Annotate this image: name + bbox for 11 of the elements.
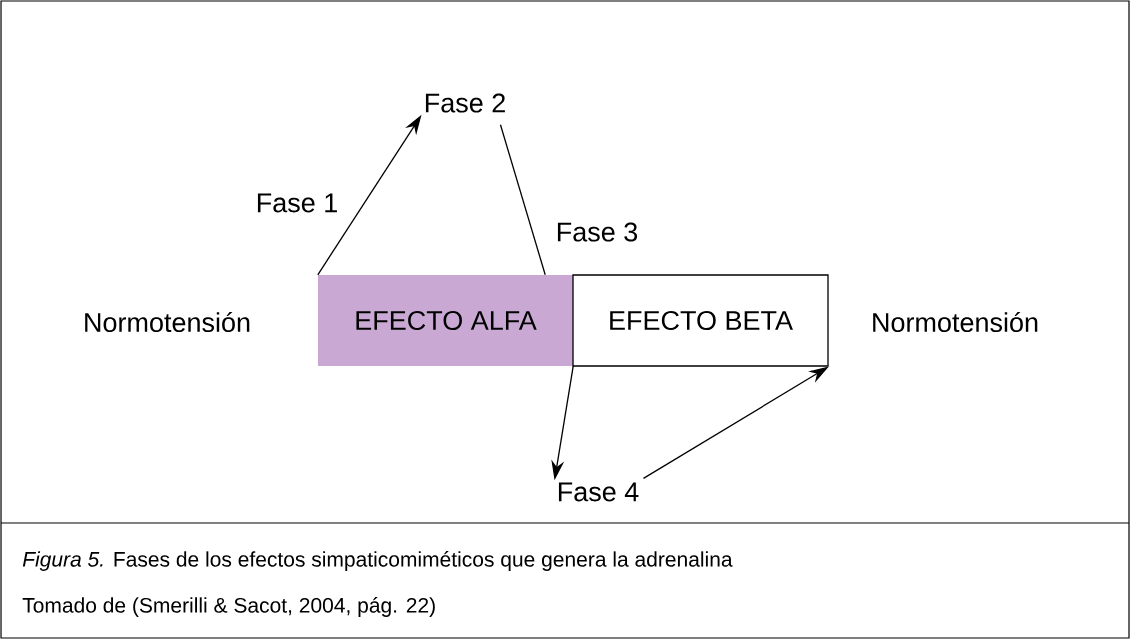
connector-line <box>499 124 546 276</box>
phase-label: Fase 2 <box>425 93 505 113</box>
term-label: Normotensión <box>85 311 250 333</box>
term-label: Normotensión <box>873 311 1038 333</box>
figure-caption: Figura 5. Fases de los efectos simpaticomiméticos que genera la adrenalina <box>22 551 733 571</box>
edge-label: Fase 1 <box>254 192 340 214</box>
edge-label: Fase 3 <box>554 221 640 243</box>
effect-box: EFECTO ALFA <box>318 275 573 366</box>
source-note: Tomado de (Smerilli & Sacot, 2004, pág. 22) <box>22 597 435 617</box>
effect-box: EFECTO BETA <box>572 274 829 367</box>
phase-label: Fase 4 <box>558 482 639 502</box>
